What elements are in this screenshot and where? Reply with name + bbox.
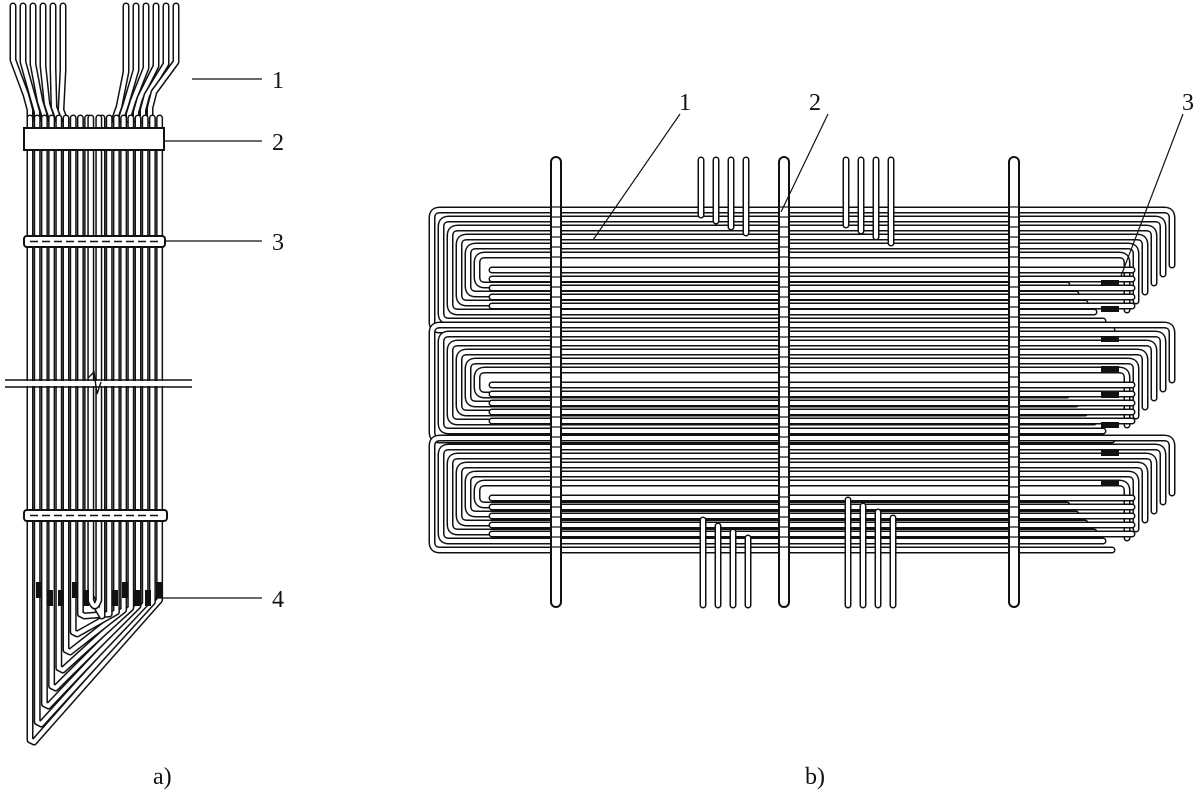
leader-b2 (780, 113, 829, 213)
clamp-block (122, 582, 128, 598)
serpentine-loop (428, 434, 1176, 554)
serpentine-loop (437, 215, 1167, 325)
serpentine-loop (464, 357, 1140, 420)
tube-end-right (139, 2, 170, 124)
callout-b2: 2 (809, 90, 821, 116)
serpentine-loop (437, 330, 1167, 435)
panel-b-vertical-supports (550, 156, 1020, 608)
vertical-support (550, 156, 562, 608)
tube-end-left (9, 2, 34, 124)
tube-bundle-loop (48, 114, 142, 692)
clamp-block (1101, 480, 1119, 486)
panel-a-diagram: 1 2 3 4 a) (5, 2, 284, 790)
leader-b3 (1120, 113, 1184, 277)
caption-b: b) (805, 764, 825, 790)
clamp-block (1101, 392, 1119, 398)
panel-a-top-band (23, 127, 165, 151)
callout-b3: 3 (1182, 90, 1194, 116)
serpentine-loop (455, 233, 1149, 307)
tube-end-right (132, 2, 160, 124)
clamp-block (145, 590, 151, 606)
callout-a4: 4 (272, 587, 284, 613)
tube-bundle-loop (26, 114, 164, 746)
clamp-block (72, 582, 78, 598)
serpentine-loop (455, 461, 1149, 527)
serpentine-loop (464, 470, 1140, 533)
clamp-block (58, 590, 64, 606)
serpentine-loop (455, 348, 1149, 417)
panel-a-black-clamps (36, 582, 162, 606)
serpentine-loop (473, 251, 1131, 314)
clamp-block (47, 590, 53, 606)
panel-b-black-clamps (1101, 280, 1119, 486)
clamp-block (36, 582, 42, 598)
panel-a-spacer-clamp-upper (23, 235, 166, 248)
panel-a-break-line (5, 370, 192, 395)
clamp-block (156, 582, 162, 598)
tube-end-left (57, 2, 69, 124)
panel-b-inlet-outlet-stubs (697, 156, 897, 609)
tube-bundle-loop (55, 114, 135, 674)
panel-b-diagram: 1 2 3 b) (428, 90, 1194, 790)
callout-a1: 1 (272, 68, 284, 94)
tube-bundle-loop (76, 114, 113, 620)
tube-bundle-loop (40, 114, 149, 710)
tube-center-u (87, 114, 103, 610)
leader-b1 (592, 113, 681, 241)
serpentine-loop (446, 339, 1158, 426)
clamp-block (1101, 366, 1119, 372)
tube-bundle-loop (62, 114, 128, 656)
callout-a2: 2 (272, 130, 284, 156)
clamp-block (1101, 450, 1119, 456)
clamp-block (1101, 306, 1119, 312)
clamp-block (1101, 336, 1119, 342)
serpentine-loop (464, 242, 1140, 305)
callout-a3: 3 (272, 230, 284, 256)
vertical-support (778, 156, 790, 608)
serpentine-loop (473, 479, 1131, 542)
clamp-block (1101, 422, 1119, 428)
serpentine-loop (446, 452, 1158, 536)
clamp-block (83, 590, 89, 606)
vertical-support (1008, 156, 1020, 608)
panel-a-tube-bundle (9, 2, 180, 746)
tube-end-right (146, 2, 180, 124)
callout-b1: 1 (679, 90, 691, 116)
tube-bundle-loop (69, 114, 120, 638)
clamp-block (134, 590, 140, 606)
serpentine-loop (437, 443, 1167, 545)
clamp-block (112, 590, 118, 606)
caption-a: a) (153, 764, 172, 790)
tube-end-left (49, 2, 62, 124)
clamp-block (1101, 280, 1119, 286)
panel-a-spacer-clamp-lower (23, 509, 168, 522)
serpentine-loop (473, 366, 1131, 429)
panel-b-serpentine-tubes (428, 206, 1176, 554)
serpentine-loop (446, 224, 1158, 316)
